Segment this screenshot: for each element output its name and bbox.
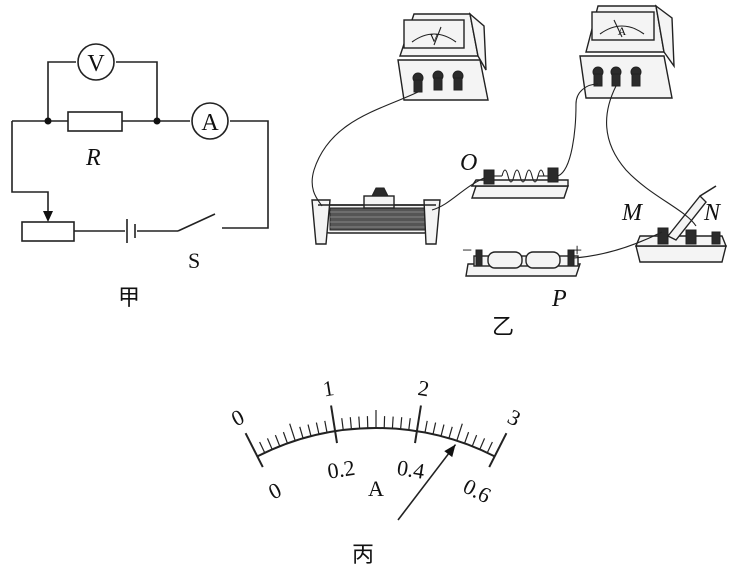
dial-tick <box>307 424 312 437</box>
dial-tick <box>299 426 304 439</box>
left-wire <box>11 121 49 212</box>
sliding-rheostat <box>311 187 441 245</box>
needle-arrowhead <box>444 444 456 458</box>
lower-scale-label: 0.4 <box>395 455 426 484</box>
ammeter-instrument: A <box>579 4 675 99</box>
dial-tick <box>424 420 428 433</box>
battery-terminal-label: P <box>551 286 567 312</box>
battery-plus: + <box>572 240 582 260</box>
dial-arc <box>256 427 496 458</box>
apparatus-drawing: V A <box>311 4 728 340</box>
junction-right <box>153 117 161 125</box>
upper-scale-label: 0 <box>227 404 248 431</box>
dial-tick <box>391 416 394 429</box>
caption-yi: 乙 <box>492 315 514 340</box>
caption-jia: 甲 <box>118 286 140 311</box>
lower-scale-label: 0 <box>264 477 285 504</box>
dial-tick <box>456 423 463 441</box>
dial-tick <box>448 426 453 439</box>
switch-terminal-left: M <box>621 200 644 226</box>
ammeter-symbol <box>191 102 229 140</box>
dial-tick <box>440 424 445 437</box>
upper-scale-label: 3 <box>504 404 525 431</box>
dial-tick <box>358 416 361 429</box>
dial-tick <box>488 432 508 468</box>
dial-tick <box>479 438 486 450</box>
dial-tick <box>414 405 422 444</box>
meter-dial: 0 1 2 3 0 0.2 0.4 0.6 A <box>227 375 525 521</box>
lower-scale-label: 0.6 <box>459 473 495 508</box>
dial-tick <box>471 434 478 447</box>
voltmeter-face-letter: V <box>430 31 439 45</box>
dial-tick <box>349 417 353 430</box>
wire-battery-to-switch <box>573 231 663 259</box>
voltmeter-symbol-label: V <box>87 51 105 77</box>
resistor <box>67 111 123 132</box>
dial-tick <box>399 417 403 430</box>
knife-switch: M N <box>621 185 728 263</box>
coil-terminal-label: O <box>460 150 477 176</box>
resistor-label: R <box>85 145 101 171</box>
lower-scale-label: 0.2 <box>326 455 357 484</box>
dial-tick <box>324 420 328 433</box>
wire-coil-to-ammeter <box>557 83 599 177</box>
rheostat <box>21 221 75 242</box>
ammeter-symbol-label: A <box>201 110 219 136</box>
voltmeter-instrument: V <box>397 12 489 101</box>
battery-holder: − + P <box>462 240 582 312</box>
wire-rheostat-to-coil <box>431 177 485 211</box>
switch-label: S <box>188 248 200 273</box>
dial-tick <box>282 431 289 444</box>
dial-tick <box>244 432 264 468</box>
dial-tick <box>341 418 344 431</box>
voltmeter-symbol <box>77 43 115 81</box>
junction-left <box>44 117 52 125</box>
switch-blade <box>177 213 216 232</box>
voltmeter-branch-wire <box>47 61 158 121</box>
coil-resistor: O <box>460 150 569 199</box>
dial-tick <box>486 441 493 454</box>
dial-tick <box>463 431 470 444</box>
dial-tick <box>330 405 338 444</box>
dial-unit-label: A <box>368 476 384 501</box>
dial-tick <box>432 422 437 435</box>
dial-tick <box>266 438 273 450</box>
circuit-diagram: V A R S 甲 <box>11 43 269 311</box>
dial-tick <box>408 418 411 431</box>
needle-pointer <box>397 444 457 521</box>
battery-minus: − <box>462 240 472 260</box>
dial-tick <box>315 422 320 435</box>
dial-tick <box>274 434 281 447</box>
slider-arrow <box>43 211 53 222</box>
dial-tick <box>259 441 266 454</box>
dial-tick <box>289 423 296 441</box>
upper-scale-label: 2 <box>416 375 431 401</box>
caption-bing: 丙 <box>352 543 374 568</box>
ammeter-face-letter: A <box>618 24 627 38</box>
upper-scale-label: 1 <box>321 375 336 401</box>
wire-voltmeter-to-rheostat <box>311 91 419 207</box>
wire-ammeter-to-switch <box>606 85 697 227</box>
switch-terminal-right: N <box>703 200 722 226</box>
